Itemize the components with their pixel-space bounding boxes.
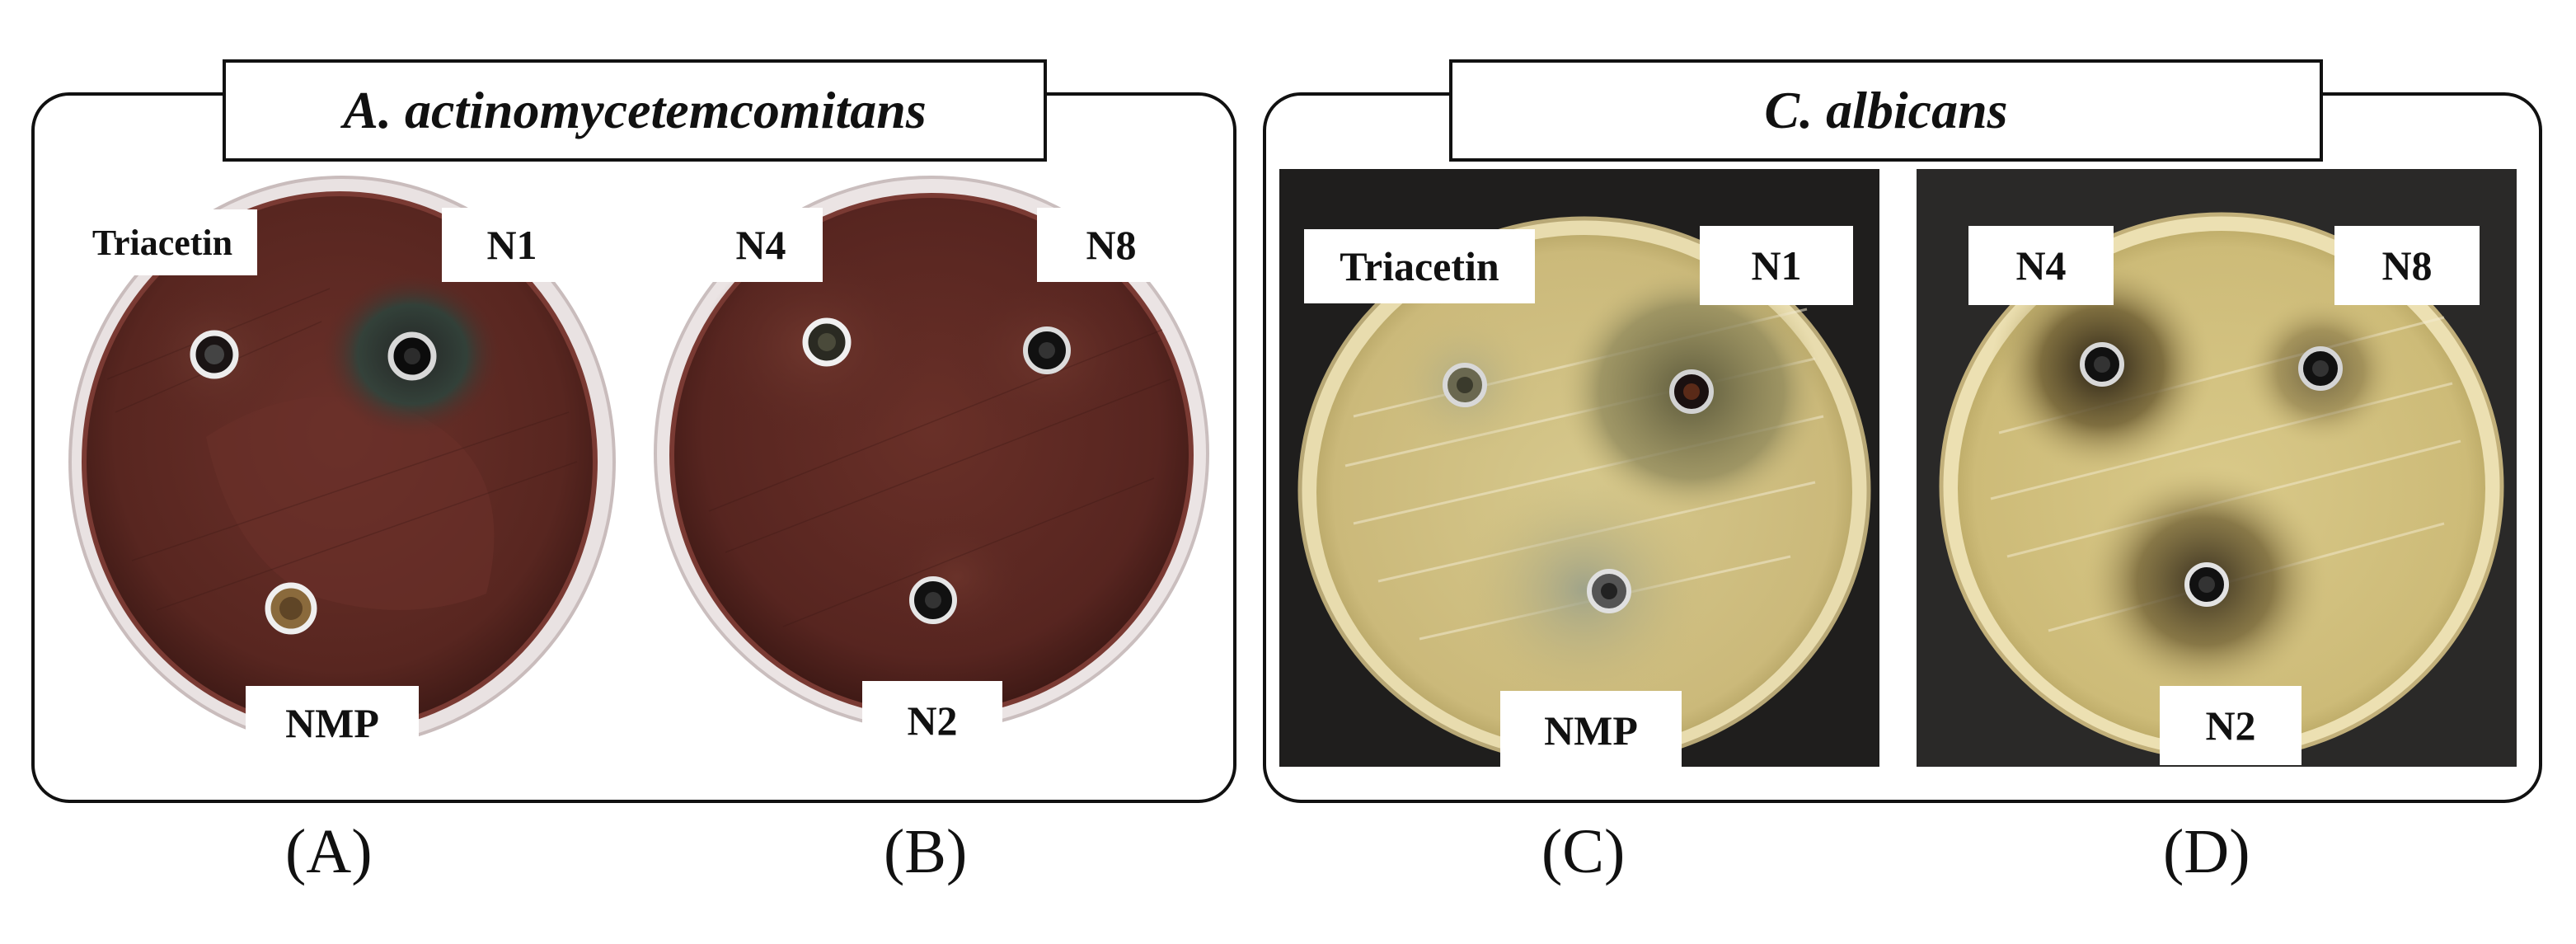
well-label-a-bottom: NMP xyxy=(246,686,419,760)
panel-caption-b: (B) xyxy=(884,817,968,886)
well-label-b-top-right: N8 xyxy=(1037,208,1185,282)
well-label-a-top-right: N1 xyxy=(442,208,582,282)
well-label-a-top-left: Triacetin xyxy=(68,209,257,275)
panel-caption-c: (C) xyxy=(1541,817,1626,886)
well-label-b-bottom: N2 xyxy=(862,681,1002,760)
well-label-d-top-left: N4 xyxy=(1968,226,2114,305)
petri-dish-photo-a xyxy=(58,165,635,758)
well-label-c-bottom: NMP xyxy=(1500,691,1682,770)
panel-caption-a: (A) xyxy=(285,817,373,886)
well-label-b-top-left: N4 xyxy=(699,208,823,282)
well-label-d-top-right: N8 xyxy=(2334,226,2480,305)
well-label-d-bottom: N2 xyxy=(2160,686,2302,765)
well-label-c-top-right: N1 xyxy=(1700,226,1853,305)
panel-caption-d: (D) xyxy=(2163,817,2250,886)
group-title-actinomycetemcomitans: A. actinomycetemcomitans xyxy=(223,59,1047,162)
petri-dish-photo-c xyxy=(1279,169,1879,767)
group-title-albicans: C. albicans xyxy=(1449,59,2323,162)
petri-dish-photo-d xyxy=(1917,169,2517,767)
well-label-c-top-left: Triacetin xyxy=(1304,229,1535,303)
